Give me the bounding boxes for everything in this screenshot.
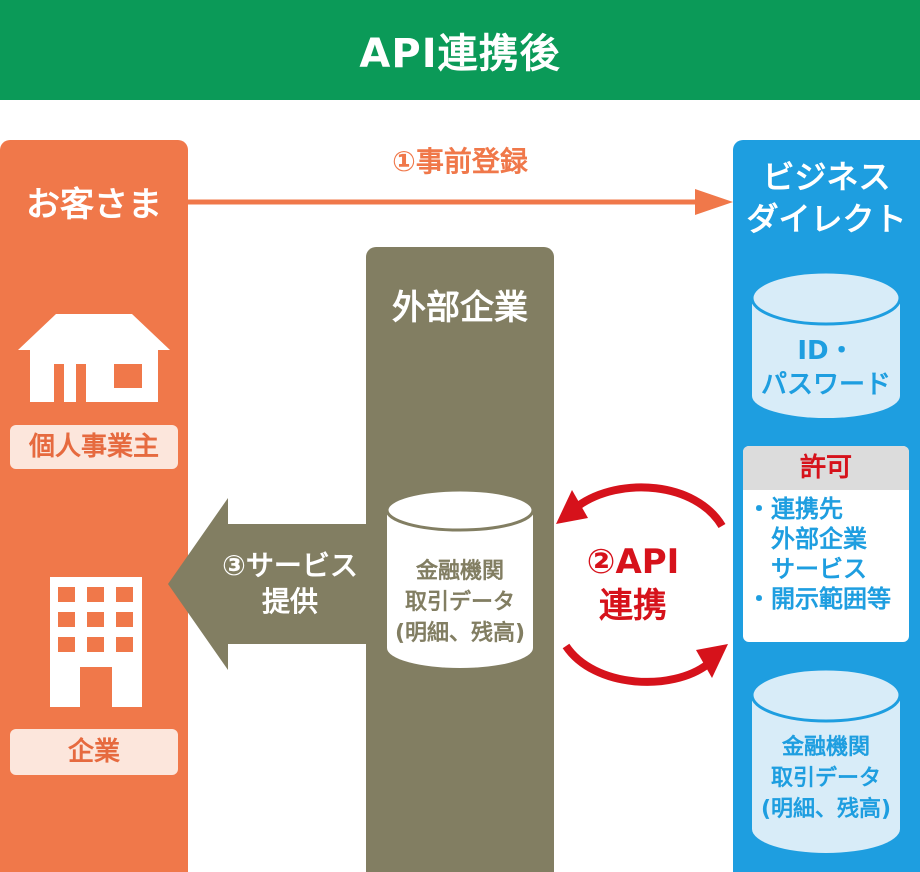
- db-line: 金融機関: [415, 559, 504, 584]
- step3-line: 提供: [261, 585, 318, 618]
- db-line: (明細、残高): [760, 797, 892, 822]
- permission-box: 許可 ・連携先 外部企業 サービス ・開示範囲等: [743, 446, 909, 642]
- step2-line: ②API: [586, 542, 680, 582]
- permission-item: 外部企業: [747, 525, 867, 553]
- db-line: 金融機関: [781, 735, 870, 760]
- step1-label: ①事前登録: [392, 145, 528, 178]
- db-line: ID・: [797, 336, 855, 366]
- individual-business-label: 個人事業主: [10, 425, 178, 469]
- external-database-icon: [385, 488, 535, 668]
- permission-item: ・開示範囲等: [747, 585, 891, 613]
- diagram-title: API連携後: [359, 31, 561, 77]
- api-linkage-arrows: [556, 483, 728, 686]
- permission-list: ・連携先 外部企業 サービス ・開示範囲等: [743, 490, 909, 614]
- db-line: パスワード: [760, 370, 891, 400]
- title-line: ダイレクト: [746, 200, 907, 238]
- house-icon: [18, 314, 170, 402]
- step3-line: ③サービス: [222, 549, 358, 582]
- permission-item: ・連携先: [747, 495, 843, 523]
- customer-title: お客さま: [26, 185, 162, 225]
- credentials-database-label: ID・ パスワード: [750, 334, 902, 402]
- bank-data-database-label: 金融機関 取引データ (明細、残高): [750, 732, 902, 825]
- db-line: 取引データ: [770, 766, 881, 791]
- db-line: 取引データ: [404, 590, 515, 615]
- registration-arrow: [188, 189, 733, 215]
- office-building-icon: [50, 577, 142, 707]
- db-line: (明細、残高): [394, 621, 526, 646]
- step2-line: 連携: [599, 586, 667, 626]
- business-direct-title: ビジネス ダイレクト: [733, 156, 920, 240]
- diagram-header: API連携後: [0, 0, 920, 100]
- step2-label: ②API 連携: [568, 540, 698, 628]
- permission-title: 許可: [743, 446, 909, 490]
- external-company-title: 外部企業: [392, 288, 528, 328]
- external-database-label: 金融機関 取引データ (明細、残高): [385, 556, 535, 649]
- title-line: ビジネス: [762, 158, 891, 196]
- bank-data-database-icon: [750, 667, 902, 853]
- permission-item: サービス: [747, 555, 867, 583]
- credentials-database-icon: [750, 270, 902, 418]
- step3-label: ③サービス 提供: [210, 548, 370, 620]
- company-label: 企業: [10, 729, 178, 775]
- service-provision-arrow: [168, 498, 368, 670]
